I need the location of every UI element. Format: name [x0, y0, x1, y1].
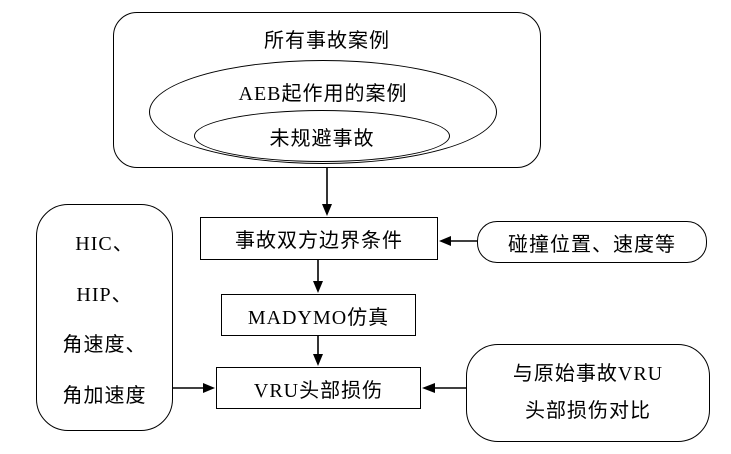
metric-hip-label: HIP、 — [76, 283, 133, 306]
arrow-compare-to-vru — [422, 383, 466, 393]
aeb-cases-label: AEB起作用的案例 — [238, 83, 408, 105]
madymo-simulation-box: MADYMO仿真 — [221, 294, 416, 336]
arrow-madymo-to-vru — [313, 336, 323, 366]
arrow-metrics-to-vru — [173, 383, 215, 393]
collision-info-label: 碰撞位置、速度等 — [508, 233, 676, 256]
arrow-allcases-to-boundary — [322, 168, 332, 216]
all-cases-group: 所有事故案例 — [113, 12, 541, 168]
aeb-cases-ellipse: AEB起作用的案例 — [149, 60, 497, 164]
madymo-simulation-label: MADYMO仿真 — [247, 306, 390, 329]
metric-angular-acceleration-label: 角加速度 — [62, 385, 147, 408]
vru-head-injury-label: VRU头部损伤 — [253, 379, 384, 402]
metric-angular-velocity-label: 角速度、 — [62, 334, 147, 357]
boundary-conditions-label: 事故双方边界条件 — [235, 230, 403, 252]
all-cases-label: 所有事故案例 — [264, 30, 390, 52]
arrow-boundary-to-madymo — [313, 260, 323, 293]
unavoided-accidents-ellipse: 未规避事故 — [194, 110, 450, 162]
vru-head-injury-box: VRU头部损伤 — [216, 367, 421, 409]
unavoided-accidents-label: 未规避事故 — [269, 127, 375, 150]
collision-info-box: 碰撞位置、速度等 — [477, 221, 707, 263]
compare-original-box: 与原始事故VRU 头部损伤对比 — [466, 344, 710, 442]
compare-original-line1: 与原始事故VRU — [512, 363, 664, 385]
compare-original-line2: 头部损伤对比 — [525, 400, 651, 422]
injury-metrics-box: HIC、 HIP、 角速度、 角加速度 — [36, 204, 173, 431]
metric-hic-label: HIC、 — [75, 232, 134, 255]
arrow-collision-to-boundary — [439, 236, 477, 246]
boundary-conditions-box: 事故双方边界条件 — [200, 217, 438, 260]
